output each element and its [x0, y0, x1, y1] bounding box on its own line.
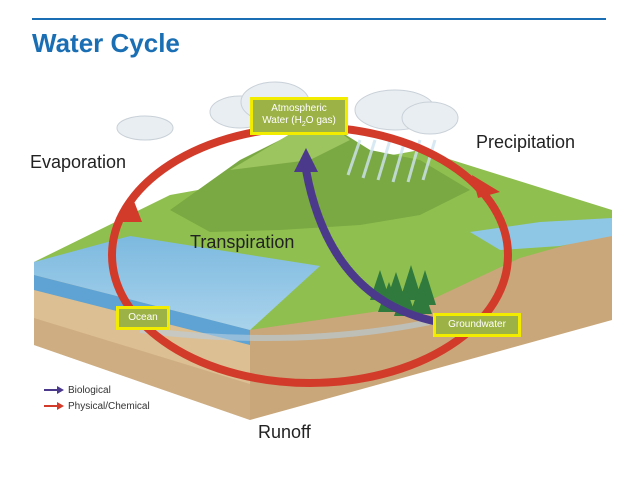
legend-label-biological: Biological [68, 384, 111, 396]
evaporation-label: Evaporation [30, 152, 127, 172]
legend-label-physical: Physical/Chemical [68, 400, 150, 412]
legend-item-physical: Physical/Chemical [44, 398, 150, 414]
groundwater-flow [139, 317, 441, 341]
biological-arrow-icon [44, 386, 64, 394]
page-title: Water Cycle [32, 28, 180, 58]
physical-arrow-icon [44, 402, 64, 410]
groundwater-box: Groundwater [433, 313, 521, 337]
atmospheric-water-box: Atmospheric Water (H2O gas) [250, 97, 348, 135]
atmospheric-line1: Atmospheric [271, 103, 327, 114]
legend-item-biological: Biological [44, 382, 150, 398]
ocean-box: Ocean [116, 306, 170, 330]
transpiration-label: Transpiration [190, 232, 295, 252]
legend: Biological Physical/Chemical [44, 382, 150, 414]
atmospheric-line2: Water (H2O gas) [262, 115, 336, 128]
runoff-label: Runoff [258, 422, 311, 442]
title-rule [32, 18, 606, 20]
precipitation-label: Precipitation [476, 132, 576, 152]
transpiration-arrow [294, 148, 439, 326]
